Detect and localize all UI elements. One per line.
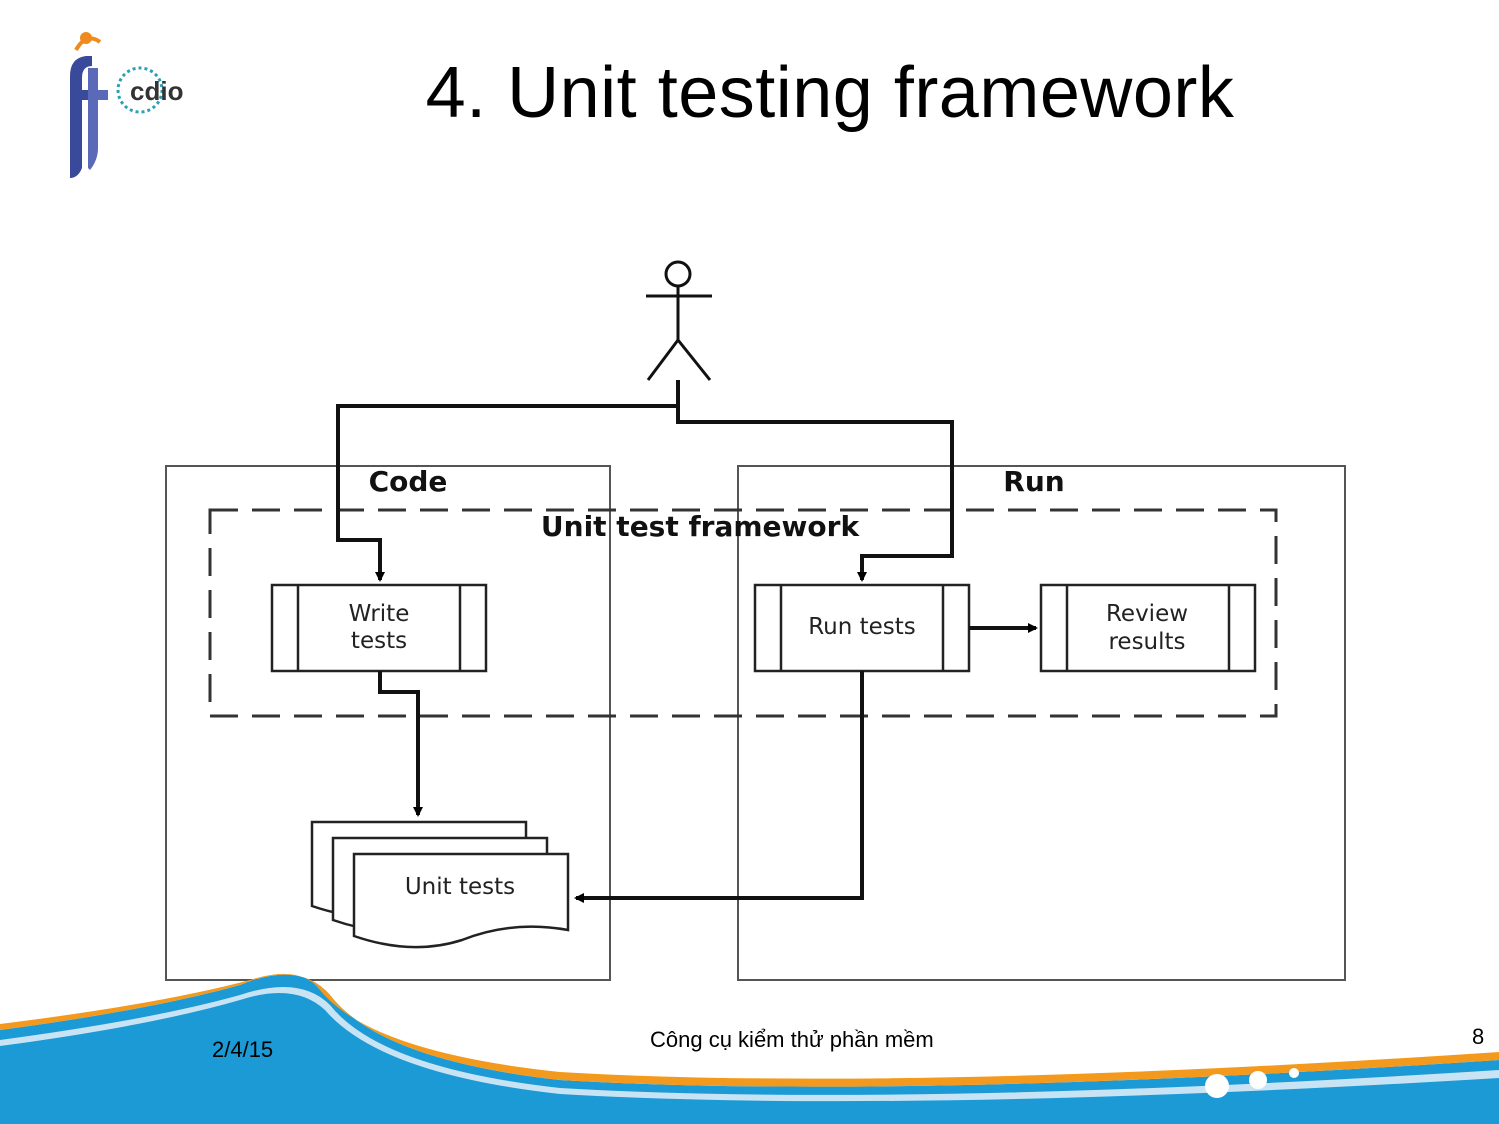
run-panel [737, 465, 1346, 981]
write-tests-label-line2: tests [351, 628, 407, 654]
unit-tests-document-stack [310, 820, 570, 949]
write-to-unit-tests-arrow [378, 671, 423, 817]
actor-to-write-arrow [336, 380, 680, 582]
footer-dot-small [1289, 1068, 1299, 1078]
code-panel [165, 465, 611, 981]
logo-t-shape [88, 68, 108, 170]
footer-page-number: 8 [1472, 1024, 1485, 1049]
framework-label: Unit test framework [541, 510, 861, 543]
footer-wave-decoration [0, 973, 1499, 1124]
actor-to-run-arrow [676, 406, 954, 582]
logo-cdio-text: cdio [130, 76, 183, 106]
logo-swoosh [74, 36, 102, 52]
run-to-unit-tests-arrow [574, 671, 864, 903]
run-tests-label: Run tests [808, 614, 916, 640]
run-tests-box: Run tests [753, 583, 971, 673]
code-panel-label: Code [369, 465, 448, 498]
footer-dot-large [1205, 1074, 1229, 1098]
actor-icon [646, 260, 712, 381]
unit-tests-label: Unit tests [405, 874, 515, 900]
write-tests-label-line1: Write [349, 601, 410, 627]
run-panel-label: Run [1003, 465, 1064, 498]
fit-cdio-logo: cdio [70, 32, 183, 178]
footer-dot-medium [1249, 1071, 1267, 1089]
review-results-box: Review results [1039, 583, 1257, 673]
logo-f-shape [70, 56, 92, 178]
logo-ring [116, 66, 164, 114]
review-results-label-line2: results [1108, 629, 1185, 655]
write-tests-box: Write tests [270, 583, 488, 673]
footer-date: 2/4/15 [212, 1037, 274, 1062]
footer-course-title: Công cụ kiểm thử phần mềm [650, 1027, 934, 1052]
framework-dashed-box [208, 508, 1278, 718]
review-results-label-line1: Review [1106, 601, 1188, 627]
slide-title: 4. Unit testing framework [425, 53, 1235, 133]
